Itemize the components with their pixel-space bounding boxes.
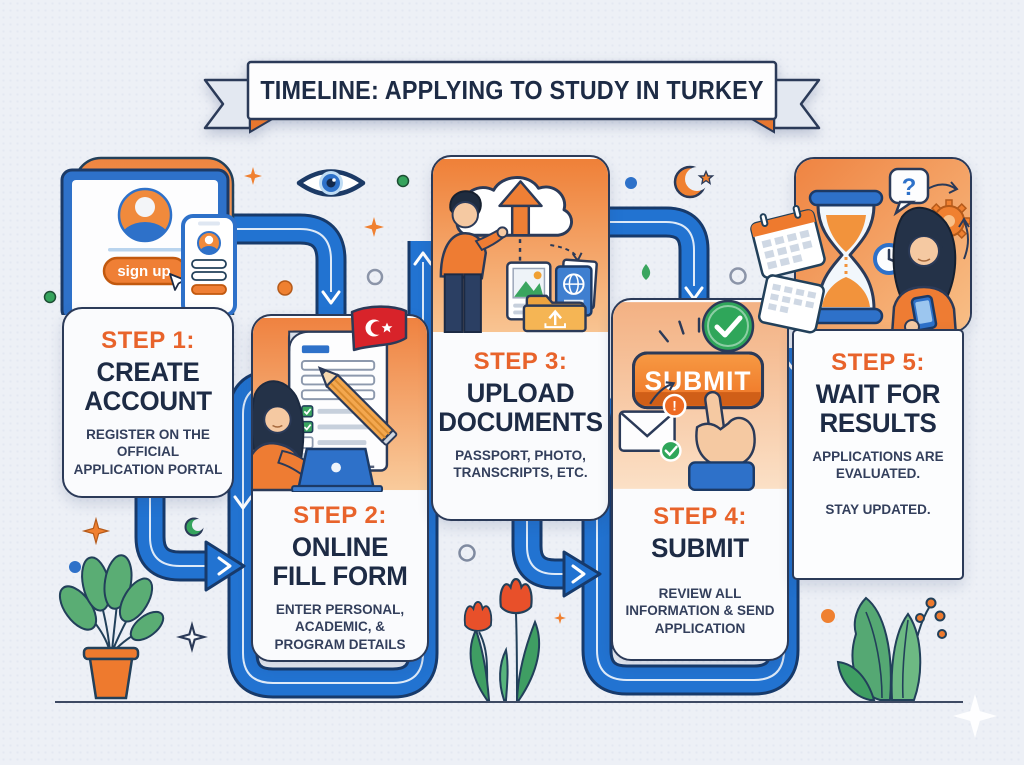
star-outline-icon	[176, 621, 208, 653]
phone-icon	[181, 214, 237, 315]
question-bubble-icon: ?	[888, 167, 930, 217]
step-2-label: STEP 2:	[293, 502, 387, 529]
step-5-desc: APPLICATIONS ARE EVALUATED.	[812, 448, 944, 482]
step-3-title: UPLOAD DOCUMENTS	[438, 378, 603, 437]
crescent-star-icon	[673, 165, 715, 199]
potted-plant	[58, 554, 165, 700]
green-crescent-icon	[184, 517, 204, 537]
hourglass-icon	[808, 189, 884, 325]
step-1-title: CREATE ACCOUNT	[84, 357, 212, 416]
phone-in-hand-icon	[910, 294, 938, 331]
page-title: TIMELINE: APPLYING TO STUDY IN TURKEY	[260, 75, 764, 105]
step-2-illustration	[253, 317, 427, 492]
step-1-illustration: sign up	[60, 156, 237, 315]
check-circle-icon	[701, 299, 755, 353]
step-4-card: SUBMIT ! STEP 4: SUBMIT	[611, 298, 789, 661]
step-4-label: STEP 4:	[653, 503, 747, 530]
title-ribbon	[203, 60, 821, 134]
bush-plant	[836, 596, 947, 701]
sign-up-button: sign up	[102, 256, 188, 286]
turkey-flag-icon	[350, 305, 408, 352]
step-2-card: STEP 2: ONLINE FILL FORM ENTER PERSONAL,…	[251, 314, 429, 662]
uploading-person	[439, 190, 509, 333]
pointing-hand-icon	[688, 390, 756, 491]
step-5-illustration: ?	[796, 159, 970, 331]
step-3-label: STEP 3:	[473, 348, 568, 375]
calendar-icon	[750, 204, 826, 334]
step-4-illustration: SUBMIT !	[613, 302, 787, 491]
ribbon-body	[246, 60, 778, 121]
svg-text:?: ?	[902, 174, 917, 201]
envelope-icon: !	[618, 393, 687, 462]
folder-icon	[522, 294, 587, 333]
avatar-icon	[117, 187, 173, 243]
teardrop-icon	[641, 264, 651, 280]
pencil-icon	[317, 366, 398, 446]
white-sparkle-icon	[953, 694, 997, 738]
cursor-icon	[169, 273, 186, 291]
svg-text:!: !	[672, 399, 677, 414]
step-2-desc: ENTER PERSONAL, ACADEMIC, & PROGRAM DETA…	[274, 601, 406, 652]
ribbon-tail-right	[772, 78, 821, 130]
step-5-label: STEP 5:	[831, 349, 925, 376]
student-at-laptop	[253, 380, 384, 492]
step-3-card: STEP 3: UPLOAD DOCUMENTS PASSPORT, PHOTO…	[431, 155, 610, 521]
step-1-desc: REGISTER ON THE OFFICIAL APPLICATION POR…	[73, 426, 223, 477]
step-5-title: WAIT FOR RESULTS	[815, 379, 941, 438]
dot-decorations	[43, 174, 835, 623]
tulip-flowers	[463, 578, 541, 701]
step-2-title: ONLINE FILL FORM	[272, 532, 408, 591]
step-3-desc: PASSPORT, PHOTO, TRANSCRIPTS, ETC.	[453, 447, 588, 481]
svg-text:SUBMIT: SUBMIT	[645, 366, 752, 396]
step-5-illustration-card: ?	[794, 157, 972, 333]
waiting-person	[891, 207, 957, 331]
step-3-illustration	[433, 158, 608, 333]
upload-cloud-icon	[455, 176, 573, 237]
evil-eye-icon	[296, 169, 366, 197]
step-4-title: SUBMIT	[651, 533, 749, 563]
step-5-card: STEP 5: WAIT FOR RESULTS APPLICATIONS AR…	[792, 329, 964, 580]
sparkle-icon	[81, 167, 566, 624]
step-4-desc: REVIEW ALL INFORMATION & SEND APPLICATIO…	[625, 585, 775, 636]
step-1-card: STEP 1: CREATE ACCOUNT REGISTER ON THE O…	[62, 307, 234, 498]
svg-text:sign up: sign up	[117, 263, 170, 280]
step-5-desc2: STAY UPDATED.	[825, 501, 931, 517]
ribbon-tail-left	[203, 78, 252, 130]
step-1-label: STEP 1:	[101, 327, 195, 354]
laptop-icon	[291, 447, 384, 492]
